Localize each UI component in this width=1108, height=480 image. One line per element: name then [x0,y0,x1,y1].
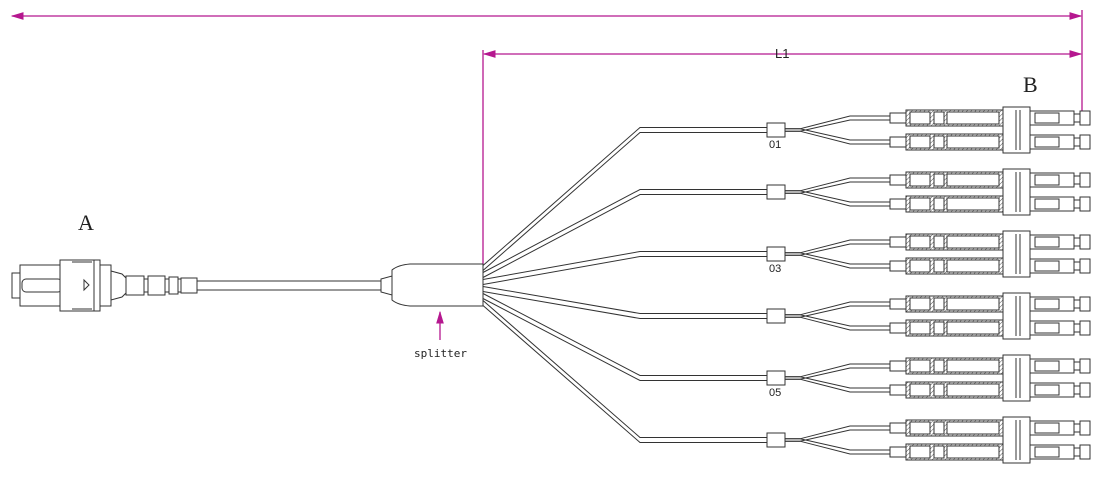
leg-boot [766,370,786,386]
lc-connector [889,419,1091,437]
lc-connector [889,295,1091,313]
trunk-cable [197,280,381,291]
breakout-leg-3: 03 [482,230,1091,285]
lc-connector [889,133,1091,151]
lc-connector [889,443,1091,461]
leg-label: 05 [769,387,781,399]
end-a-label: A [78,210,94,235]
breakout-leg-2 [482,168,1091,278]
leg-boot [766,122,786,138]
end-b-label: B [1023,72,1038,97]
l1-dimension: L1 [482,46,1083,265]
breakout-leg-1: 01 [482,106,1091,271]
lc-connector [889,233,1091,251]
overall-length-dimension [10,10,1083,120]
lc-connector [889,171,1091,189]
leg-boot [766,432,786,448]
splitter-body [380,263,484,307]
leg-label: 01 [769,139,781,151]
breakout-leg-6 [482,300,1091,464]
mpo-connector-a [11,259,198,312]
splitter-label: splitter [414,347,467,360]
lc-connector [889,319,1091,337]
leg-boot [766,308,786,324]
splitter-callout: splitter [414,310,467,360]
leg-label: 03 [769,263,781,275]
leg-boot [766,246,786,262]
breakout-leg-4 [482,286,1091,340]
leg-boot [766,184,786,200]
lc-connector [889,381,1091,399]
lc-connector [889,195,1091,213]
l1-label: L1 [775,46,789,61]
lc-connector [889,257,1091,275]
key-triangle-icon [83,278,90,292]
lc-connector [889,109,1091,127]
breakout-legs: 01 03 05 [482,106,1091,464]
strain-relief-boot [125,275,198,296]
lc-connector [889,357,1091,375]
breakout-leg-5: 05 [482,293,1091,402]
